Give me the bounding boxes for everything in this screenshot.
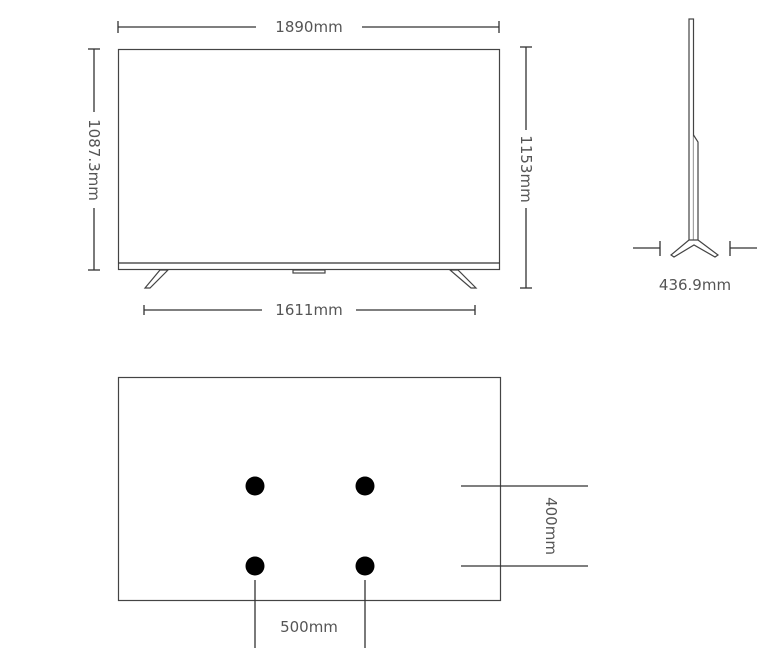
stand-width-label: 1611mm <box>275 301 342 319</box>
depth-label: 436.9mm <box>659 276 731 294</box>
mount-hole <box>355 556 375 576</box>
side-view: 436.9mm <box>633 18 757 294</box>
height-dimension: 1087.3mm <box>85 48 103 271</box>
stand-width-dimension: 1611mm <box>143 301 476 319</box>
width-label: 1890mm <box>275 18 342 36</box>
total-height-label: 1153mm <box>517 135 535 202</box>
width-dimension: 1890mm <box>117 18 500 36</box>
left-foot <box>143 269 170 289</box>
mount-hole <box>245 476 265 496</box>
right-foot <box>448 269 478 289</box>
side-stand <box>669 239 720 258</box>
vesa-view: 400mm 500mm <box>117 376 588 648</box>
vertical-spacing-label: 400mm <box>542 497 560 555</box>
front-view: 1890mm 1087.3mm 1153mm <box>85 18 535 319</box>
total-height-dimension: 1153mm <box>517 46 535 289</box>
mount-hole <box>355 476 375 496</box>
horizontal-spacing-label: 500mm <box>280 618 338 636</box>
mount-hole <box>245 556 265 576</box>
height-label: 1087.3mm <box>85 119 103 201</box>
tv-front <box>117 48 501 289</box>
